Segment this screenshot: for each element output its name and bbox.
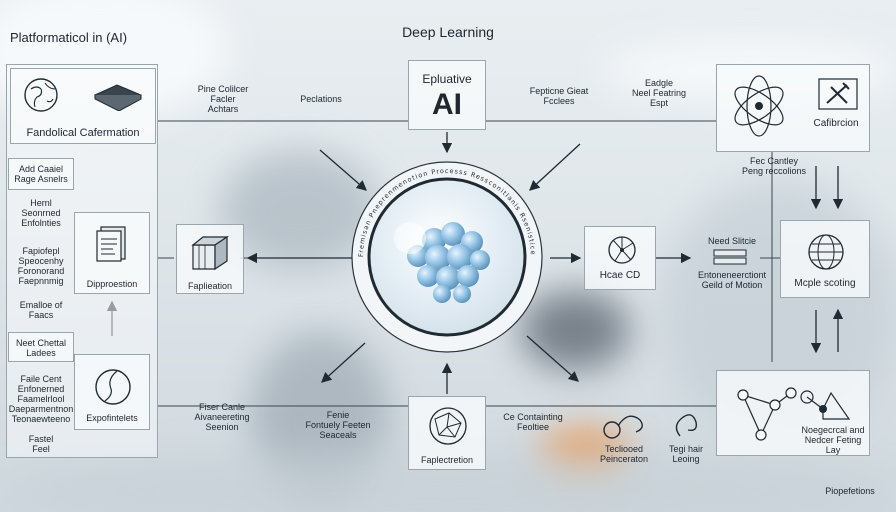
network-node-icon <box>608 236 636 264</box>
experimentelets-label: Expofintelets <box>86 413 138 423</box>
central-ring[interactable]: Fremisan Pneprenmenotion Processs Ressco… <box>350 160 544 354</box>
cube-icon <box>191 235 229 271</box>
bottom-center-label: Faplectretion <box>420 455 474 465</box>
hcde-label: Hcae CD <box>599 270 641 281</box>
side-note: Fastel Feel <box>28 434 54 454</box>
side-note: Neet Chettal Ladees <box>15 338 67 358</box>
dna-knot-icon <box>603 415 643 439</box>
note-bottom-e: Tegi hair Leoing <box>668 444 704 464</box>
note-bottom-c: Ce Containting Feoltiee <box>503 412 563 432</box>
atom-icon <box>734 75 784 137</box>
note-right-c: Entoneneerctiont Geild of Motion <box>697 270 767 290</box>
note-top-d: Eadgle Neel Featring Espt <box>631 78 687 108</box>
network-sphere-icon <box>429 407 467 445</box>
side-note: Fapiofepl Speocenhy Foronorand Faepnnmig <box>17 246 65 286</box>
epluative-ai-box[interactable]: Epluative AI <box>408 60 486 130</box>
circle-scan-icon <box>95 369 131 405</box>
document-icon <box>96 226 126 262</box>
molecular-graph-icon <box>737 387 851 441</box>
bottom-right-box[interactable]: Noegecrcal and Nedcer Feting Lay <box>716 370 870 456</box>
note-top-b: Peclations <box>300 94 342 104</box>
stack-icon <box>713 249 747 265</box>
note-bottom-right-a: Noegecrcal and Nedcer Feting Lay <box>801 425 865 455</box>
faplieation-label: Faplieation <box>187 281 233 291</box>
note-right-b: Need Slitcie <box>707 236 757 246</box>
swirl-icon <box>675 414 698 437</box>
note-top-a: Pine Colilcer Facler Achtars <box>197 84 249 114</box>
top-right-box[interactable]: Cafibrcion <box>716 64 870 152</box>
side-note-box <box>8 158 74 190</box>
header-center-title: Deep Learning <box>402 24 494 40</box>
side-note: Add Caaiel Rage Asnelrs <box>14 164 68 184</box>
faplieation-box[interactable]: Faplieation <box>176 224 244 294</box>
note-right-a: Fec Cantley Peng reccolions <box>741 156 807 176</box>
mcple-label: Mcple scoting <box>794 278 856 289</box>
note-bottom-d: Tecliooed Peinceraton <box>599 444 649 464</box>
top-left-label: Fandolical Cafermation <box>26 127 140 139</box>
side-note-box <box>8 332 74 362</box>
ai-big-label: AI <box>432 88 462 121</box>
ring-svg: Fremisan Pneprenmenotion Processs Ressco… <box>351 161 543 353</box>
mcple-box[interactable]: Mcple scoting <box>780 220 870 298</box>
bottom-center-box[interactable]: Faplectretion <box>408 396 486 470</box>
molecule-icon <box>394 222 490 303</box>
side-note: Hernl Seonrned Enfolnties <box>21 198 61 228</box>
experimentelets-box[interactable]: Expofintelets <box>74 354 150 430</box>
top-right-label: Cafibrcion <box>813 118 859 129</box>
side-note: Faile Cent Enfonerned Faamelrlool Daepar… <box>8 374 74 424</box>
header-left-title: Platformaticol in (AI) <box>10 30 128 45</box>
globe-grid-icon <box>808 234 844 270</box>
laptop-icon <box>93 84 143 111</box>
note-bottom-b: Fenie Fontuely Feeten Seaceals <box>305 410 371 440</box>
dipproestion-label: Dipproestion <box>86 279 138 289</box>
tools-icon <box>818 78 858 110</box>
hcde-box[interactable]: Hcae CD <box>584 226 656 290</box>
side-note: Emalloe of Faacs <box>19 300 63 320</box>
footer-note: Piopefetions <box>825 486 875 496</box>
note-bottom-a: Fiser Canle Aivaneereting Seenion <box>194 402 250 432</box>
top-left-box[interactable]: Fandolical Cafermation <box>10 68 156 144</box>
epluative-title: Epluative <box>422 72 472 86</box>
globe-icon <box>24 78 58 112</box>
dipproestion-box[interactable]: Dipproestion <box>74 212 150 294</box>
note-top-c: Fepticne Gieat Fcclees <box>529 86 589 106</box>
